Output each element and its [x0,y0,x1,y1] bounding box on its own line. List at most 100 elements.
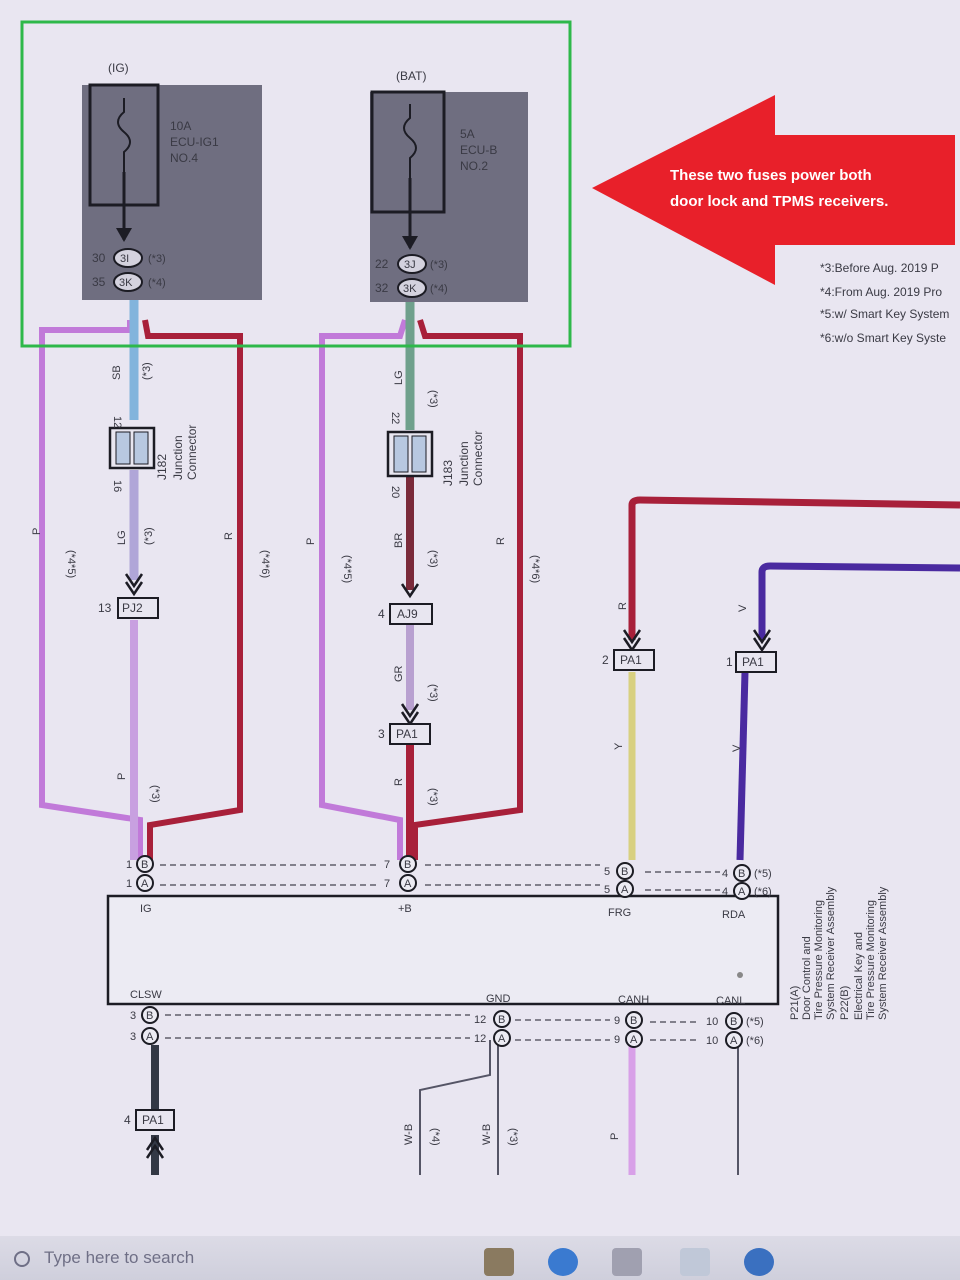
svg-text:A: A [498,1033,506,1045]
svg-text:SB: SB [111,365,123,380]
fuse-bat-frame [370,90,446,214]
svg-text:Connector: Connector [471,431,485,486]
svg-text:R: R [495,537,507,545]
search-placeholder: Type here to search [44,1248,195,1267]
app-icon-2[interactable] [680,1248,710,1276]
taskbar-search-input[interactable]: Type here to search [14,1248,454,1278]
fuse-ig-line2: NO.4 [170,151,198,165]
svg-text:(*3): (*3) [430,259,448,271]
svg-text:10: 10 [706,1016,718,1028]
ecu-dot [737,972,743,978]
wire-r-left [142,319,243,860]
svg-text:(*3): (*3) [427,390,439,408]
svg-text:4: 4 [722,886,728,898]
svg-text:B: B [141,859,148,871]
wiring-diagram: (IG) 10A ECU-IG1 NO.4 (BAT) 5A ECU-B NO.… [20,20,960,1175]
browser-icon[interactable] [744,1248,774,1276]
ecu-pin-canl: CANL 10 B (*5) 10 A (*6) [706,995,764,1049]
svg-text:(*6): (*6) [754,886,772,898]
svg-text:(*6): (*6) [746,1035,764,1047]
connector-pj2: PJ2 13 [98,573,159,619]
junction-j182: 12 16 J182 Junction Connector [108,416,199,492]
svg-text:20: 20 [389,486,401,498]
connector-pa1-2: PA1 2 [602,629,655,671]
svg-text:30: 30 [92,251,106,265]
svg-text:Tire Pressure Monitoring: Tire Pressure Monitoring [813,900,825,1020]
fuse-ig-line1: ECU-IG1 [170,135,219,149]
svg-text:12: 12 [111,416,123,428]
svg-text:R: R [223,532,235,540]
edge-icon[interactable] [548,1248,578,1276]
ecu-box [106,894,780,1006]
svg-text:(*4*5): (*4*5) [341,555,353,583]
svg-text:PA1: PA1 [742,655,764,669]
taskbar [0,1236,960,1280]
svg-text:B: B [730,1016,737,1028]
fuse-box-bat [370,92,528,302]
ecu-pin-gnd: GND 12 B 12 A [474,993,511,1047]
svg-text:4: 4 [722,868,728,880]
svg-text:(*3): (*3) [148,253,166,265]
svg-text:3: 3 [378,727,385,741]
svg-text:LG: LG [393,370,405,385]
svg-text:5: 5 [604,866,610,878]
svg-text:PA1: PA1 [142,1113,164,1127]
svg-text:A: A [141,878,149,890]
app-icon[interactable] [612,1248,642,1276]
svg-text:5: 5 [604,884,610,896]
fuse-bat-rating: 5A [460,127,475,141]
svg-text:22: 22 [389,412,401,424]
connector-pa1-4: PA1 4 [124,1109,175,1159]
svg-text:13: 13 [98,601,112,615]
svg-text:(*4*5): (*4*5) [65,550,77,578]
ecu-pin-clsw: CLSW 3 B 3 A [130,989,162,1045]
svg-text:BR: BR [393,533,405,548]
svg-text:PA1: PA1 [620,653,642,667]
fuse-bat-pin-1: 22 3J (*3) [375,254,448,274]
fuse-bat-icon [403,104,417,178]
svg-text:R: R [393,778,405,786]
svg-text:3K: 3K [403,283,417,295]
callout-line2: door lock and TPMS receivers. [670,193,888,210]
wire-r-frg [628,496,960,640]
svg-text:(*3): (*3) [143,527,155,545]
svg-text:+B: +B [398,903,412,915]
fuse-ig-icon [117,98,131,172]
svg-text:(*3): (*3) [141,362,153,380]
wire-p-right [319,319,408,860]
svg-text:GND: GND [486,993,511,1005]
connector-pa1-1: PA1 1 [726,629,777,673]
connector-pa1-3: PA1 3 [378,703,431,745]
svg-text:7: 7 [384,878,390,890]
svg-text:P22(B): P22(B) [839,986,851,1020]
svg-text:PA1: PA1 [396,727,418,741]
svg-text:CLSW: CLSW [130,989,162,1001]
svg-text:10: 10 [706,1035,718,1047]
fuse-ig-pin-2: 35 3K (*4) [92,272,166,292]
ecu-pin-rda: 4 B (*5) 4 A (*6) RDA [722,864,772,921]
wire-r-right [412,319,523,860]
ecu-pin-ig: 1 B 1 A IG [126,855,154,915]
folder-icon[interactable] [484,1248,514,1276]
svg-text:J182: J182 [155,454,169,480]
fuse-ig-arrow [116,228,132,242]
svg-text:A: A [621,884,629,896]
svg-text:3K: 3K [119,277,133,289]
svg-text:A: A [730,1035,738,1047]
svg-text:GR: GR [393,665,405,682]
svg-text:Door Control and: Door Control and [801,936,813,1020]
svg-text:CANL: CANL [716,995,745,1007]
svg-text:(*4): (*4) [148,277,166,289]
svg-text:B: B [498,1014,505,1026]
svg-text:P: P [305,538,317,545]
svg-text:(*3): (*3) [507,1128,519,1146]
svg-text:PJ2: PJ2 [122,601,143,615]
svg-text:(*3): (*3) [427,550,439,568]
ecu-title: P21(A) Door Control and Tire Pressure Mo… [789,886,889,1020]
callout-arrow [592,95,955,285]
wire-wb-1 [419,1040,491,1175]
fuse-ig-pin-1: 30 3I (*3) [92,248,166,268]
svg-text:(*5): (*5) [746,1016,764,1028]
svg-text:1: 1 [126,859,132,871]
svg-text:1: 1 [726,655,733,669]
